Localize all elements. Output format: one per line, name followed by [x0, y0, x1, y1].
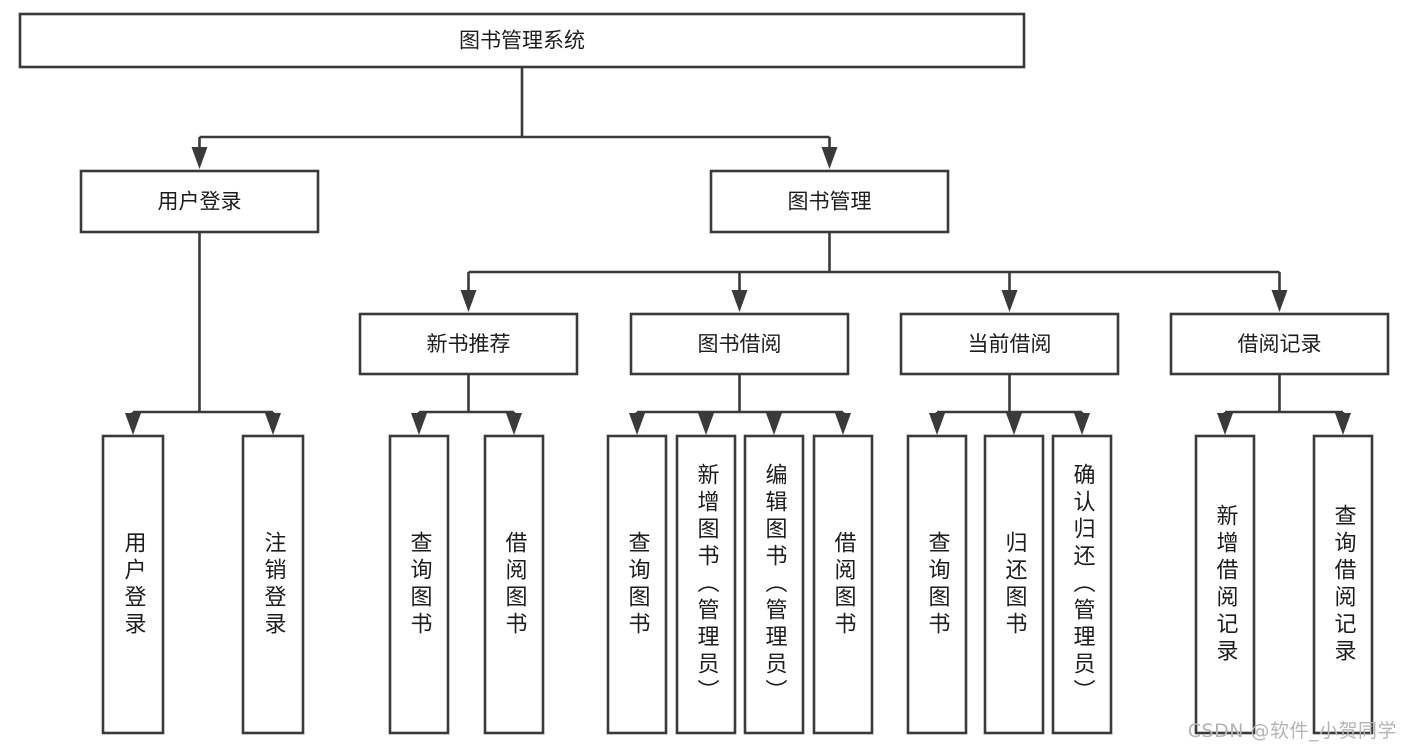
arrow-head-leaf-2 [411, 413, 427, 435]
level2-node-label-1: 图书管理 [788, 190, 872, 214]
leaf-node-box-7[interactable] [812, 434, 874, 735]
level3-node-box-3[interactable] [1169, 312, 1390, 376]
arrow-head-leaf-8 [929, 413, 945, 435]
watermark-text: CSDN @软件_小贺同学 [1187, 720, 1397, 742]
leaf-node-box-0[interactable] [101, 434, 165, 735]
level3-node-box-1[interactable] [629, 312, 850, 376]
arrow-head-leaf-5 [698, 413, 714, 435]
arrow-head-leaf-1 [265, 413, 281, 435]
level3-node-label-1: 图书借阅 [698, 332, 782, 356]
arrow-head-l2-1 [821, 147, 838, 169]
leaf-node-box-10[interactable] [1051, 434, 1113, 735]
connectors-layer [125, 67, 1351, 435]
level3-node-box-2[interactable] [899, 312, 1120, 376]
leaf-node-box-2[interactable] [388, 434, 450, 735]
arrow-head-leaf-10 [1074, 413, 1090, 435]
level3-node-label-2: 当前借阅 [968, 332, 1052, 356]
level3-node-label-0: 新书推荐 [427, 332, 511, 356]
level2-node-box-0[interactable] [79, 169, 320, 234]
level2-node-label-0: 用户登录 [158, 190, 242, 214]
arrow-head-l3-0 [460, 290, 477, 312]
arrow-head-leaf-0 [125, 413, 141, 435]
arrow-head-leaf-4 [629, 413, 645, 435]
leaf-node-box-9[interactable] [983, 434, 1045, 735]
leaf-node-box-6[interactable] [743, 434, 805, 735]
leaf-node-box-4[interactable] [606, 434, 668, 735]
arrow-head-leaf-11 [1217, 413, 1233, 435]
level2-node-box-1[interactable] [709, 169, 950, 234]
leaf-node-box-12[interactable] [1312, 434, 1374, 735]
arrow-head-leaf-9 [1006, 413, 1022, 435]
arrow-head-leaf-12 [1335, 413, 1351, 435]
arrow-head-leaf-7 [835, 413, 851, 435]
leaf-node-box-8[interactable] [906, 434, 968, 735]
level3-node-box-0[interactable] [358, 312, 579, 376]
arrow-head-leaf-3 [506, 413, 522, 435]
root-node-box[interactable] [18, 12, 1026, 69]
arrow-head-l3-3 [1271, 290, 1288, 312]
leaf-node-box-11[interactable] [1194, 434, 1256, 735]
arrow-head-l3-2 [1001, 290, 1018, 312]
leaf-node-box-1[interactable] [241, 434, 305, 735]
boxes-layer [18, 12, 1390, 735]
root-node-label: 图书管理系统 [459, 29, 585, 53]
level3-node-label-3: 借阅记录 [1238, 332, 1322, 356]
arrow-head-l3-1 [731, 290, 748, 312]
arrow-head-leaf-6 [766, 413, 782, 435]
arrow-head-l2-0 [191, 147, 208, 169]
leaf-node-box-5[interactable] [675, 434, 737, 735]
leaf-node-box-3[interactable] [483, 434, 545, 735]
